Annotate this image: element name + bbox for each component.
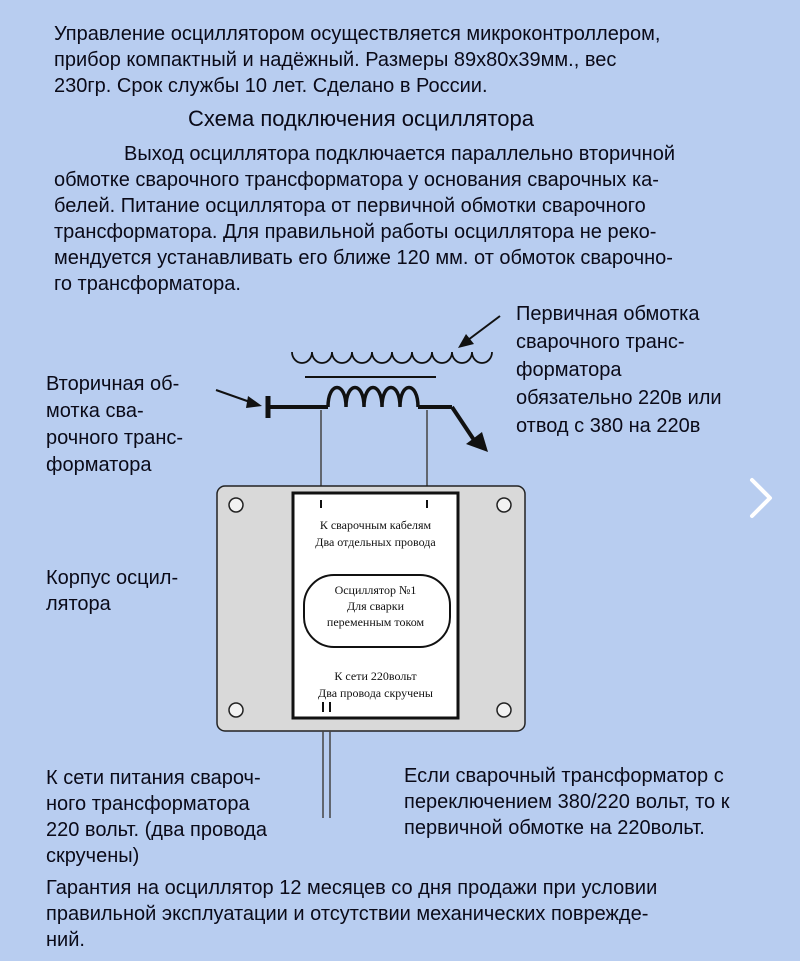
mains-label-line-1: К сети питания свароч- bbox=[46, 767, 261, 789]
plate-bottom-line-1: К сети 220вольт bbox=[334, 669, 417, 683]
plate-top-line-2: Два отдельных провода bbox=[315, 535, 436, 549]
secondary-label-line-4: форматора bbox=[46, 454, 152, 476]
secondary-pointer-head bbox=[246, 396, 262, 408]
desc-line-2: обмотке сварочного трансформатора у осно… bbox=[54, 169, 659, 191]
primary-winding bbox=[291, 351, 493, 364]
intro-line-3: 230гр. Срок службы 10 лет. Сделано в Рос… bbox=[54, 75, 488, 97]
intro-line-1: Управление осциллятором осуществляется м… bbox=[54, 23, 661, 45]
chevron-right-icon bbox=[750, 478, 772, 518]
plate-oval-line-3: переменным током bbox=[326, 615, 425, 629]
primary-label-line-4: обязательно 220в или bbox=[516, 387, 722, 409]
secondary-pointer-line bbox=[215, 389, 251, 403]
secondary-coil bbox=[326, 385, 420, 408]
case-screw-top-right bbox=[496, 497, 512, 513]
intro-line-2: прибор компактный и надёжный. Размеры 89… bbox=[54, 49, 617, 71]
case-label-line-1: Корпус осцил- bbox=[46, 567, 179, 589]
case-screw-bottom-right bbox=[496, 702, 512, 718]
switch-label-line-2: переключением 380/220 вольт, то к bbox=[404, 791, 730, 813]
plate-oval bbox=[303, 574, 451, 648]
section-heading: Схема подключения осциллятора bbox=[188, 106, 534, 131]
mains-label-line-4: скручены) bbox=[46, 845, 140, 867]
switch-label-line-1: Если сварочный трансформатор с bbox=[404, 765, 724, 787]
plate-bottom-line-2: Два провода скручены bbox=[318, 686, 433, 700]
warranty-line-1: Гарантия на осциллятор 12 месяцев со дня… bbox=[46, 877, 658, 899]
primary-pointer-head bbox=[458, 334, 474, 348]
primary-pointer-line bbox=[467, 315, 501, 341]
switch-label-line-3: первичной обмотке на 220вольт. bbox=[404, 817, 705, 839]
case-label-line-2: лятора bbox=[46, 593, 111, 615]
case-screw-top-left bbox=[228, 497, 244, 513]
desc-line-1: Выход осциллятора подключается параллель… bbox=[124, 143, 676, 165]
secondary-label-line-1: Вторичная об- bbox=[46, 373, 180, 395]
next-slide-button[interactable] bbox=[742, 476, 782, 520]
plate-oval-line-2: Для сварки bbox=[346, 599, 405, 613]
desc-line-5: мендуется устанавливать его ближе 120 мм… bbox=[54, 247, 673, 269]
primary-label-line-5: отвод с 380 на 220в bbox=[516, 415, 701, 437]
desc-line-3: белей. Питание осциллятора от первичной … bbox=[54, 195, 646, 217]
plate-oval-line-1: Осциллятор №1 bbox=[334, 583, 417, 597]
primary-label-line-1: Первичная обмотка bbox=[516, 303, 700, 325]
primary-label-line-2: сварочного транс- bbox=[516, 331, 685, 353]
warranty-line-3: ний. bbox=[46, 929, 85, 951]
mains-label-line-3: 220 вольт. (два провода bbox=[46, 819, 267, 841]
plate-top-line-1: К сварочным кабелям bbox=[319, 518, 432, 532]
secondary-label-line-3: рочного транс- bbox=[46, 427, 184, 449]
case-screw-bottom-left bbox=[228, 702, 244, 718]
desc-line-4: трансформатора. Для правильной работы ос… bbox=[54, 221, 657, 243]
plate-text-area: К сварочным кабелям Два отдельных провод… bbox=[293, 493, 458, 718]
secondary-right-tip bbox=[466, 432, 488, 452]
warranty-line-2: правильной эксплуатации и отсутствии мех… bbox=[46, 903, 649, 925]
primary-label-line-3: форматора bbox=[516, 359, 622, 381]
secondary-label-line-2: мотка сва- bbox=[46, 400, 144, 422]
mains-label-line-2: ного трансформатора bbox=[46, 793, 250, 815]
desc-line-6: го трансформатора. bbox=[54, 273, 241, 295]
